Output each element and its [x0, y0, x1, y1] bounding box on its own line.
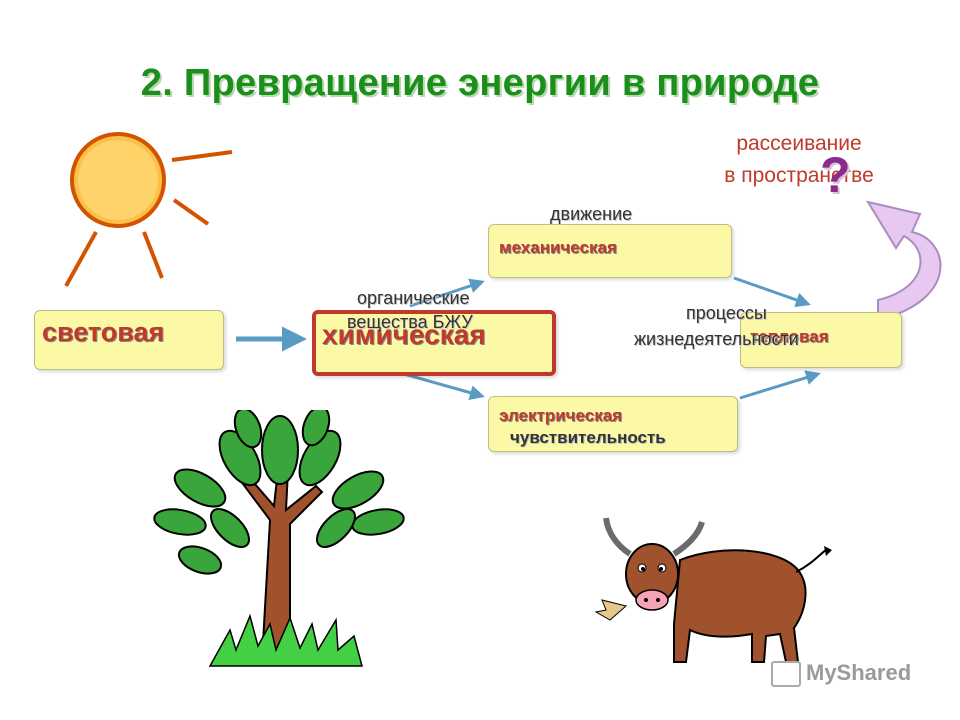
- caption-sensitivity: чувствительность: [510, 428, 666, 447]
- tree-icon: [153, 410, 405, 667]
- caption-motion: движение: [550, 204, 633, 224]
- bull-icon: [594, 517, 832, 663]
- caption-scatter-line1: рассеивание: [736, 132, 862, 155]
- sun-icon: [64, 132, 233, 287]
- arrow-mech-to-heat: [733, 276, 811, 308]
- arrow-elec-to-heat: [739, 370, 821, 400]
- caption-processes-line1: процессы: [686, 303, 767, 323]
- question-mark: ?: [820, 147, 851, 203]
- node-chemical-box: [312, 310, 556, 376]
- caption-processes: процессы жизнедеятельности: [634, 300, 799, 352]
- node-electric-box: [488, 396, 738, 452]
- watermark-icon: [771, 661, 801, 687]
- caption-scatter: рассеивание в пространстве: [694, 128, 904, 192]
- node-electric-label: электрическая: [499, 406, 623, 425]
- caption-organic-line2: вещества БЖУ: [347, 312, 473, 332]
- node-light-box: [34, 310, 224, 370]
- caption-scatter-line2: в пространстве: [724, 164, 874, 187]
- arrow-chem-to-mech: [409, 278, 485, 308]
- node-heat-label: тепловая: [750, 327, 829, 346]
- node-mechanical-label: механическая: [499, 238, 617, 257]
- caption-organic: органические вещества БЖУ: [347, 286, 473, 334]
- node-mechanical-box: [488, 224, 732, 278]
- caption-processes-line2: жизнедеятельности: [634, 329, 799, 349]
- page-title: 2. Превращение энергии в природе: [140, 62, 820, 104]
- arrow-heat-to-space: [865, 200, 942, 322]
- arrow-chem-to-elec: [403, 372, 485, 400]
- watermark-text: MyShared: [806, 660, 912, 685]
- node-light-label: световая: [42, 317, 165, 347]
- node-heat-box: [740, 312, 902, 368]
- caption-organic-line1: органические: [357, 288, 470, 308]
- node-chemical-label: химическая: [322, 319, 486, 350]
